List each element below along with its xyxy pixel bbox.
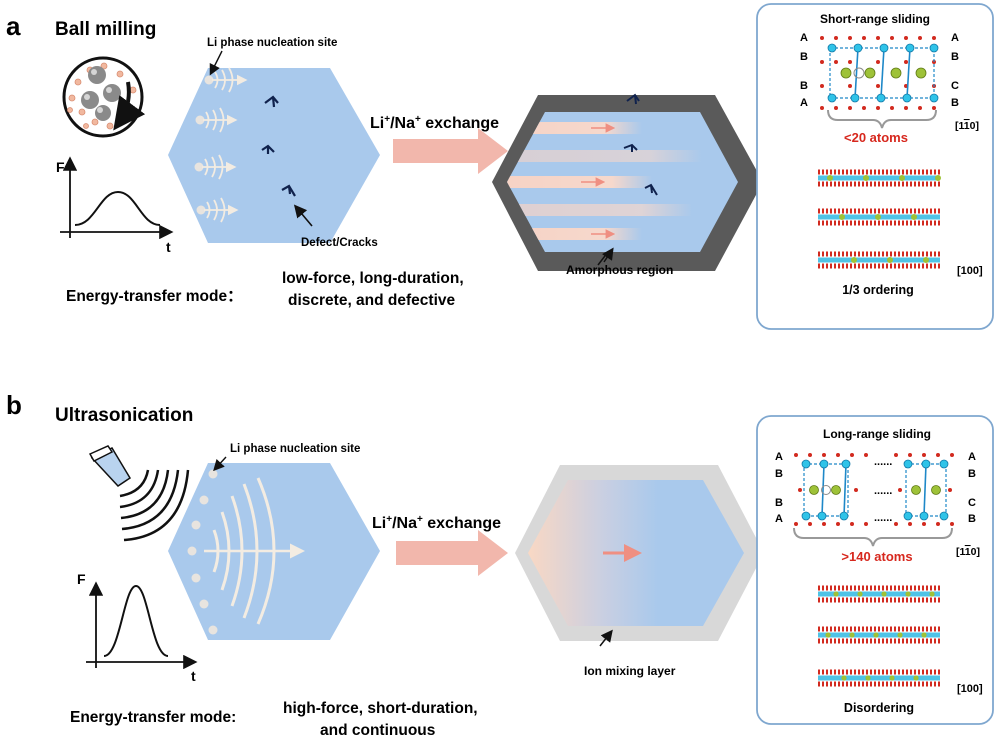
exchange-label-b: Li+/Na+ exchange [372, 514, 501, 532]
ellipsis-1: ...... [874, 456, 892, 468]
stack-right-a-1: B [951, 51, 959, 63]
stack-left-a-1: B [800, 51, 808, 63]
stack-left-a-3: A [800, 97, 808, 109]
stack-right-b-1: B [968, 468, 976, 480]
mode-label-a: Energy-transfer mode： [66, 288, 243, 305]
panel-a-letter: a [6, 11, 21, 41]
mode-a-line2: discrete, and defective [288, 292, 456, 309]
mode-label-b: Energy-transfer mode: [70, 709, 236, 726]
nucleation-label-b: Li phase nucleation site [230, 443, 360, 455]
mixing-layer-label: Ion mixing layer [584, 664, 676, 678]
inset-a-title: Short-range sliding [820, 12, 930, 26]
mode-b-line1: high-force, short-duration, [283, 700, 478, 717]
atom-count-a: <20 atoms [844, 130, 908, 145]
mode-a-line1: low-force, long-duration, [282, 270, 464, 287]
graph-b-x-label: t [191, 668, 196, 684]
exchange-label-a: Li+/Na+ exchange [370, 114, 499, 132]
graph-a-y-label: F [56, 159, 65, 175]
nucleation-pointer-b [213, 456, 227, 472]
force-time-graph-b: F t [77, 571, 198, 684]
layer-stack-a [818, 169, 941, 269]
defect-label: Defect/Cracks [301, 237, 378, 249]
brace-a [827, 109, 937, 129]
ellipsis-3: ...... [874, 512, 892, 524]
panel-a-title: Ball milling [55, 19, 156, 40]
stack-left-a-0: A [800, 32, 808, 44]
exchange-arrow-a [393, 128, 508, 174]
stack-left-b-1: B [775, 468, 783, 480]
graph-b-y-label: F [77, 571, 86, 587]
impact-wave-4 [204, 197, 239, 223]
impact-wave-2 [203, 107, 238, 133]
nucleation-label-a: Li phase nucleation site [207, 37, 337, 49]
inset-long-range-sliding: Long-range sliding A B B A A B C B [756, 415, 994, 725]
amorphous-label: Amorphous region [566, 263, 673, 277]
stack-right-a-0: A [951, 32, 959, 44]
ordering-b: Disordering [844, 701, 914, 715]
ultrasonic-horn-icon [88, 445, 190, 542]
stack-left-b-0: A [775, 451, 783, 463]
stack-right-b-0: A [968, 451, 976, 463]
stack-right-b-3: B [968, 513, 976, 525]
direction-top-a: [110] [955, 120, 979, 132]
panel-b-letter: b [6, 390, 22, 420]
atom-count-b: >140 atoms [841, 549, 912, 564]
exchange-arrow-b [396, 530, 508, 576]
force-time-graph-a: F t [56, 156, 174, 255]
stack-right-a-2: C [951, 80, 959, 92]
impact-wave-1 [212, 67, 248, 93]
direction-top-b: [110] [956, 546, 980, 558]
panel-b-title: Ultrasonication [55, 405, 193, 426]
amorphous-hexagon [492, 93, 763, 271]
inset-short-range-sliding: Short-range sliding A B B A A B C B [756, 3, 994, 330]
mixing-layer-pointer [599, 629, 613, 647]
ellipsis-2: ...... [874, 485, 892, 497]
impact-wave-3 [202, 154, 237, 180]
graph-a-x-label: t [166, 239, 171, 255]
stack-left-b-2: B [775, 497, 783, 509]
direction-bottom-a: [100] [957, 265, 983, 277]
inset-b-title: Long-range sliding [823, 427, 931, 441]
stack-right-a-3: B [951, 97, 959, 109]
lattice-a [820, 36, 939, 110]
particle-hexagon-b [168, 463, 380, 640]
mode-b-line2: and continuous [320, 722, 435, 736]
ordering-a: 1/3 ordering [842, 283, 914, 297]
brace-b [793, 527, 953, 547]
particle-hexagon-a [168, 67, 380, 243]
direction-bottom-b: [100] [957, 683, 983, 695]
layer-stack-b [818, 585, 940, 687]
stack-right-b-2: C [968, 497, 976, 509]
ball-mill-jar-icon [62, 56, 146, 138]
defect-pointer [293, 204, 313, 227]
nucleation-pointer-a [209, 50, 223, 76]
ion-mixing-hexagon [515, 465, 764, 641]
lattice-b [794, 453, 954, 526]
stack-left-a-2: B [800, 80, 808, 92]
stack-left-b-3: A [775, 513, 783, 525]
